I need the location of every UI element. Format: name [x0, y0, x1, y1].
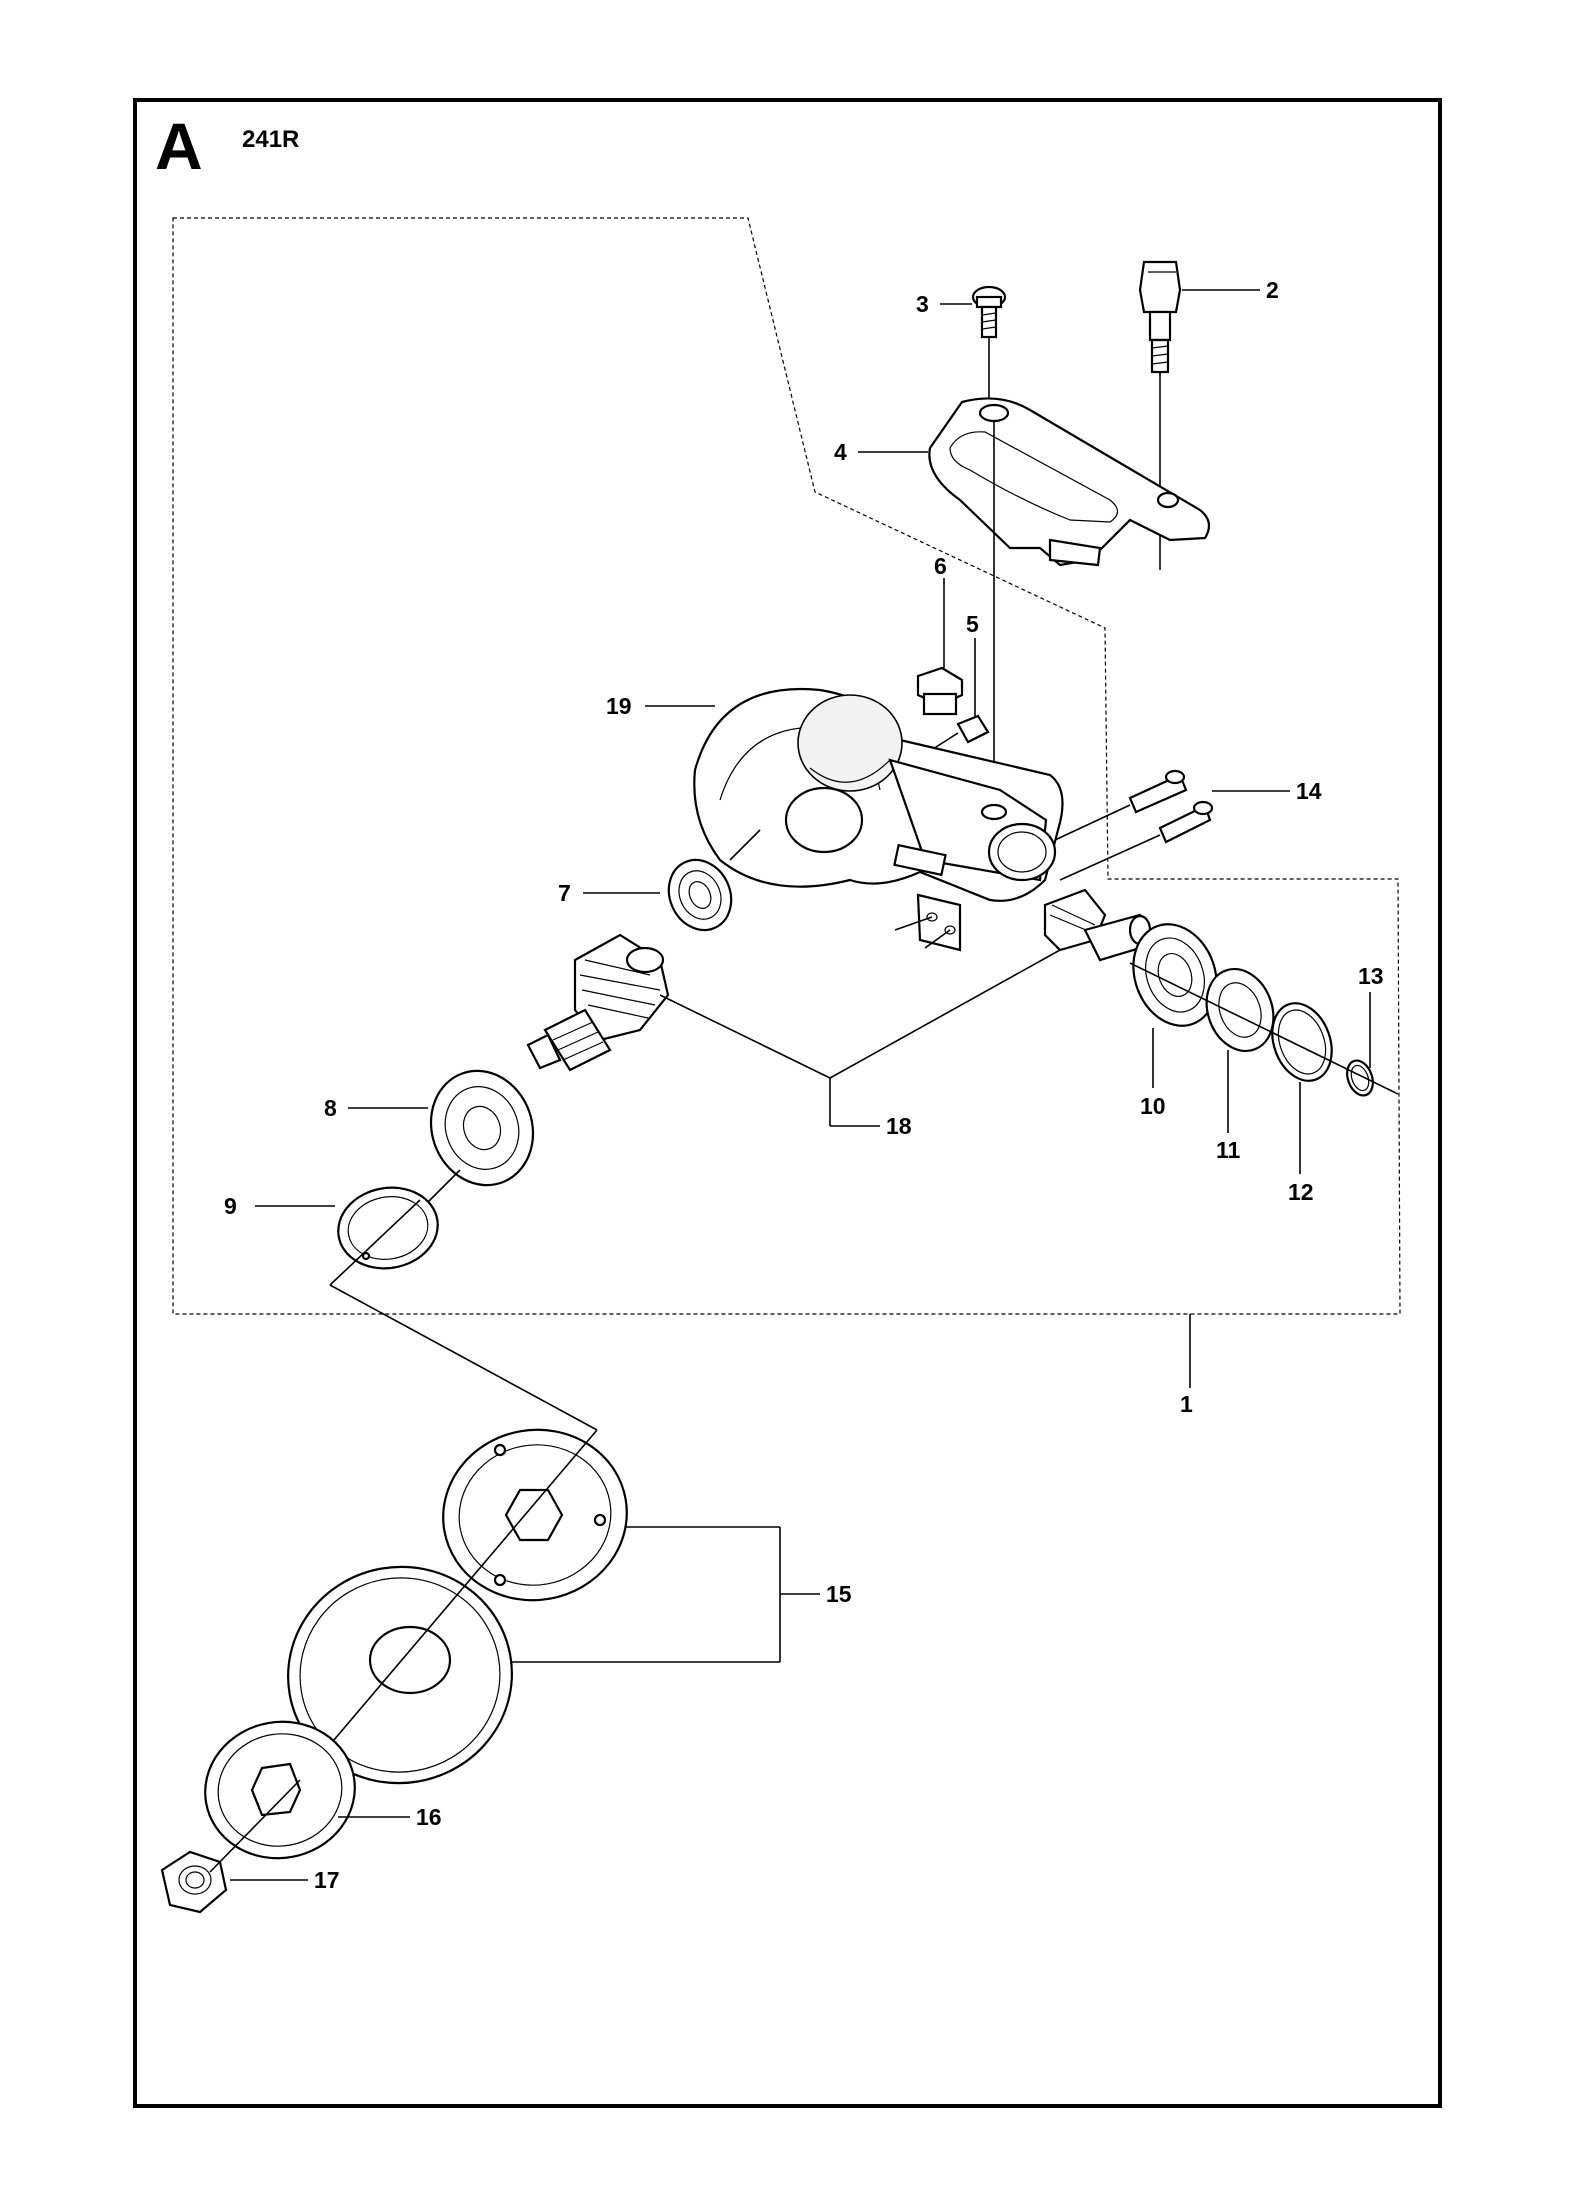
callout-19: 19: [606, 693, 632, 719]
part-2-bolt: [1138, 260, 1182, 570]
model-name: 241R: [242, 126, 300, 153]
part-7-bearing: [667, 829, 761, 932]
callout-3: 3: [916, 291, 929, 317]
callout-7: 7: [558, 880, 571, 906]
callout-17: 17: [314, 1867, 340, 1893]
callout-16: 16: [416, 1804, 442, 1830]
callout-4: 4: [834, 439, 847, 465]
callout-11: 11: [1216, 1137, 1241, 1163]
callout-9: 9: [224, 1193, 237, 1219]
callout-10: 10: [1140, 1093, 1166, 1119]
callout-2: 2: [1266, 277, 1279, 303]
callout-5: 5: [966, 611, 979, 637]
part-8-bearing: [419, 1069, 535, 1211]
section-letter: A: [155, 109, 203, 183]
part-14-bolts: [1054, 769, 1214, 881]
assembly-boundary: [172, 217, 1401, 1315]
part-19-gear-housing: [693, 687, 1064, 952]
part-3-screw: [971, 285, 1007, 405]
part-12-circlip: [1271, 1002, 1333, 1174]
part-11-seal: [1205, 967, 1275, 1133]
callout-6: 6: [934, 553, 947, 579]
callout-18: 18: [886, 1113, 912, 1139]
part-10-bearing: [1132, 923, 1218, 1088]
part-16-washer: [204, 1720, 356, 1860]
diagram-frame: [133, 98, 1442, 2108]
part-15-flange: [287, 1428, 781, 1785]
part-18-gears: [526, 888, 1152, 1126]
part-13-ring: [1129, 962, 1399, 1097]
part-4-clamp: [928, 397, 1211, 820]
part-9-circlip: [329, 1186, 598, 1431]
callout-14: 14: [1296, 778, 1322, 804]
part-6-plug: [916, 578, 964, 716]
callout-1: 1: [1180, 1391, 1193, 1417]
callout-12: 12: [1288, 1179, 1314, 1205]
callout-15: 15: [826, 1581, 852, 1607]
callout-13: 13: [1358, 963, 1384, 989]
part-17-nut: [160, 1779, 301, 1914]
callout-8: 8: [324, 1095, 337, 1121]
